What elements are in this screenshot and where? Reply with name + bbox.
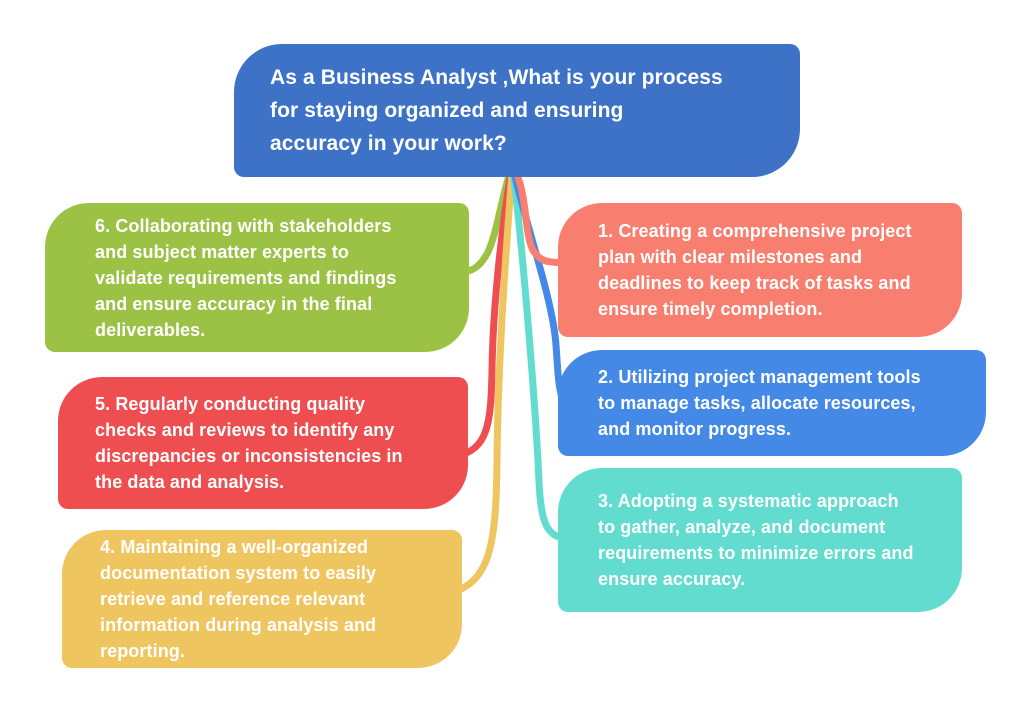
answer-text-1: 1. Creating a comprehensive project plan… bbox=[598, 221, 912, 319]
answer-text-3: 3. Adopting a systematic approach to gat… bbox=[598, 491, 914, 589]
answer-box-5: 5. Regularly conducting quality checks a… bbox=[58, 377, 468, 509]
connector-line-6 bbox=[452, 168, 514, 276]
connector-line-3 bbox=[509, 168, 572, 543]
question-box: As a Business Analyst ,What is your proc… bbox=[234, 44, 800, 177]
question-text: As a Business Analyst ,What is your proc… bbox=[270, 66, 723, 155]
connector-line-1 bbox=[512, 168, 570, 267]
answer-text-6: 6. Collaborating with stakeholders and s… bbox=[95, 215, 397, 340]
answer-box-2: 2. Utilizing project management tools to… bbox=[558, 350, 986, 456]
connector-line-4 bbox=[446, 168, 516, 597]
answer-text-5: 5. Regularly conducting quality checks a… bbox=[95, 394, 403, 492]
answer-box-1: 1. Creating a comprehensive project plan… bbox=[558, 203, 962, 337]
answer-text-4: 4. Maintaining a well-organized document… bbox=[100, 537, 377, 661]
answer-box-4: 4. Maintaining a well-organized document… bbox=[62, 530, 462, 668]
answer-text-2: 2. Utilizing project management tools to… bbox=[598, 367, 921, 439]
answer-box-3: 3. Adopting a systematic approach to gat… bbox=[558, 468, 962, 612]
answer-box-6: 6. Collaborating with stakeholders and s… bbox=[45, 203, 469, 352]
connector-line-5 bbox=[452, 168, 515, 460]
